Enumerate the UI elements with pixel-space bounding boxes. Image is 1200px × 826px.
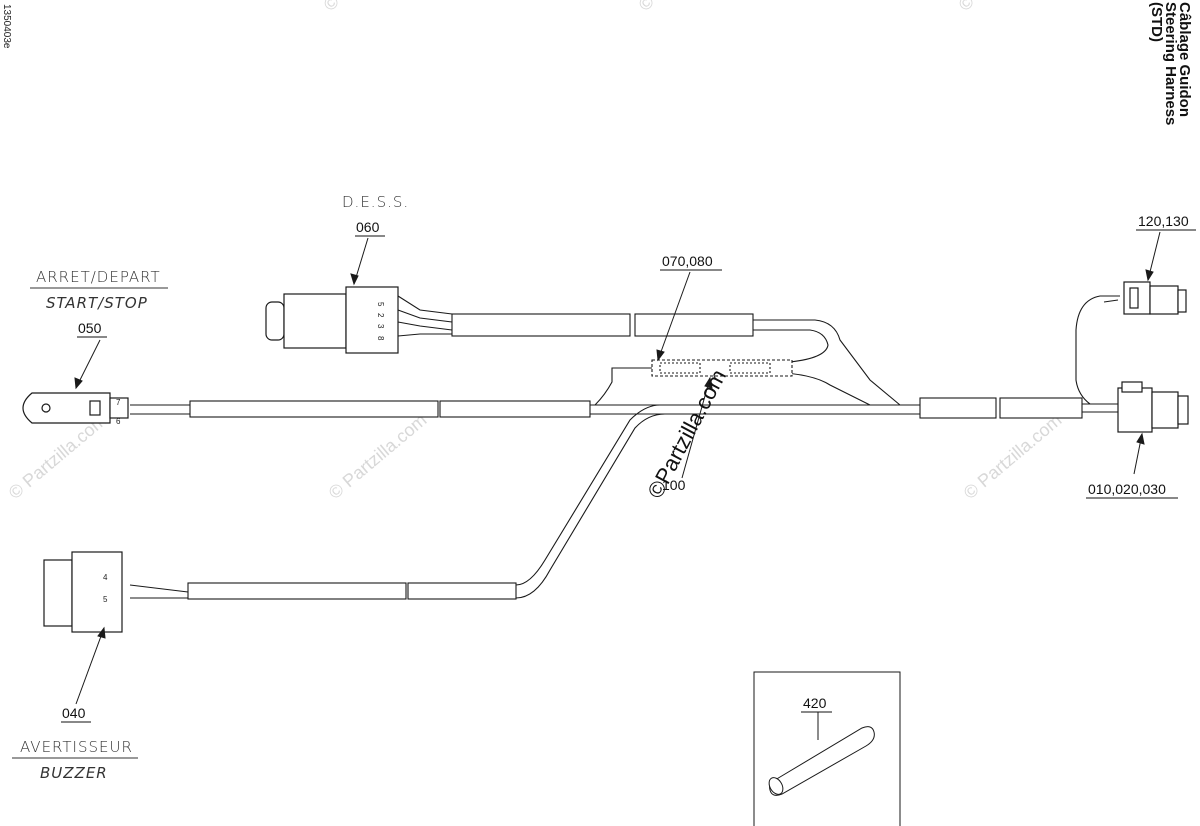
start-pin-b: 6 (116, 417, 121, 426)
watermark: © Partzilla.com (5, 410, 111, 503)
title-line3: (STD) (1148, 2, 1165, 42)
callouts: 060 050 070,080 100 120,130 010,020,030 … (61, 213, 1196, 723)
heat-shrink-tube (769, 726, 875, 796)
fuse-holder (651, 359, 793, 377)
start-pin-a: 7 (116, 398, 121, 407)
callout-040: 040 (62, 705, 86, 721)
start-stop-switch: 7 6 (22, 392, 129, 426)
dess-pin-1: 5 (376, 302, 385, 307)
buzzer-label-en: BUZZER (40, 764, 108, 782)
buzzer-pin-b: 5 (103, 595, 108, 604)
dess-connector: 5 2 3 8 (265, 286, 399, 354)
title-line2: Steering Harness (1162, 2, 1179, 125)
callout-100: 100 (662, 477, 686, 493)
callout-050: 050 (78, 320, 102, 336)
callout-120-130: 120,130 (1138, 213, 1189, 229)
connector-010-020-030 (1117, 381, 1189, 433)
buzzer-label-fr: AVERTISSEUR (20, 738, 133, 756)
connector-120-130 (1123, 281, 1187, 315)
dess-sleeve-a (451, 313, 631, 337)
watermark-layer: © Partzilla.com © Partzilla.com © Partzi… (5, 0, 1066, 503)
dess-pin-4: 8 (376, 336, 385, 341)
dess-pin-2: 2 (376, 313, 385, 318)
figure-code: 1350403e (1, 4, 12, 49)
watermark: © Partzilla.com (960, 410, 1066, 503)
watermark: © Partzilla.com (955, 0, 1061, 15)
watermark: © Partzilla.com (635, 0, 741, 15)
buzzer-sleeve-a (187, 582, 407, 600)
trunk-sleeve-right-a (919, 397, 997, 419)
buzzer-pin-a: 4 (103, 573, 108, 582)
dess-pin-3: 3 (376, 324, 385, 329)
dess-sleeve-b (634, 313, 754, 337)
diagram-title: Câblage Guidon Steering Harness (STD) (1148, 2, 1193, 125)
leader-lines (74, 231, 1161, 705)
watermark: © Partzilla.com (325, 410, 431, 503)
callout-420: 420 (803, 695, 827, 711)
buzzer-sleeve-b (407, 582, 517, 600)
connectors: 7 6 5 2 3 8 4 5 (22, 281, 1189, 633)
callout-010-020-030: 010,020,030 (1088, 481, 1166, 497)
start-stop-label-fr: ARRET/DEPART (36, 268, 161, 286)
callout-070-080: 070,080 (662, 253, 713, 269)
center-watermark: ©Partzilla.com (642, 365, 731, 502)
buzzer-connector: 4 5 (43, 551, 123, 633)
dess-label: D.E.S.S. (342, 193, 409, 211)
inset-part-420: 420 (753, 671, 901, 826)
title-line1: Câblage Guidon (1176, 2, 1193, 117)
start-stop-label-en: START/STOP (46, 294, 148, 312)
callout-060: 060 (356, 219, 380, 235)
wiring (129, 295, 1120, 600)
watermark: © Partzilla.com (320, 0, 426, 15)
trunk-sleeve-mid (439, 400, 591, 418)
trunk-sleeve-right-b (999, 397, 1083, 419)
trunk-sleeve-left (189, 400, 439, 418)
text-labels: D.E.S.S. ARRET/DEPART START/STOP AVERTIS… (12, 193, 409, 782)
